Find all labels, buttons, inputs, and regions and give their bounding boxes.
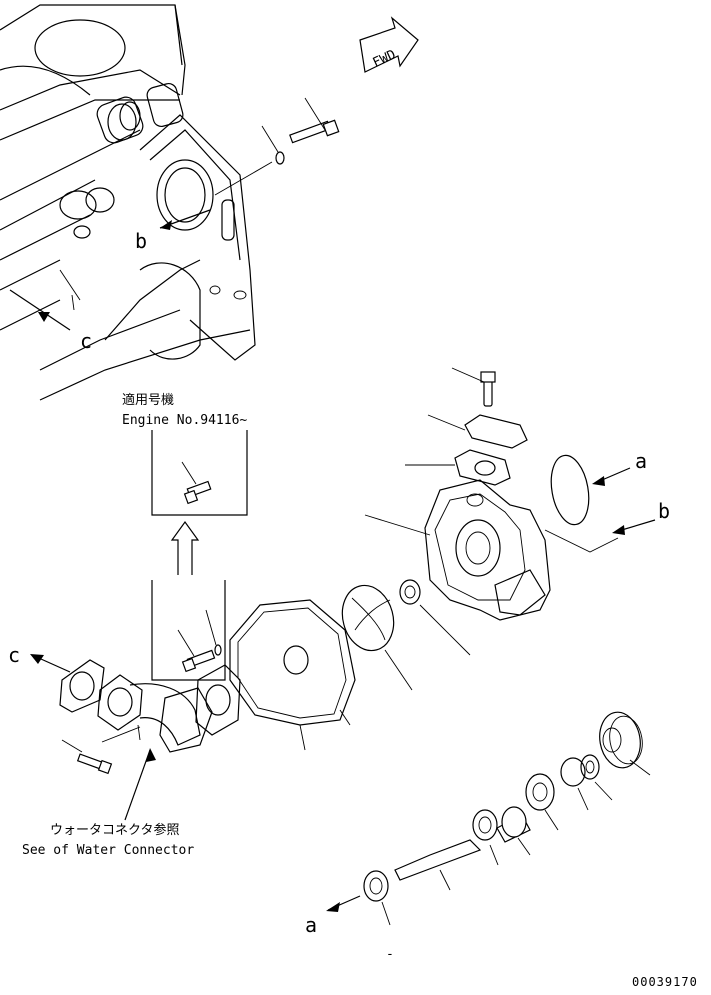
fwd-arrow-icon: FWD (359, 16, 419, 73)
impeller (341, 584, 413, 691)
svg-text:a: a (305, 913, 317, 937)
spacer (496, 806, 531, 856)
pump-shaft (394, 839, 482, 891)
applicable-label-en: Engine No.94116~ (122, 413, 247, 428)
drawing-number: 00039170 (632, 975, 698, 989)
gear (599, 711, 651, 776)
callout-a-right: a (635, 449, 647, 473)
svg-text:c: c (8, 643, 20, 667)
water-connector-en: See of Water Connector (22, 843, 194, 858)
callout-b-block: b (135, 229, 147, 253)
gasket-middle (195, 664, 241, 736)
applicable-label-jp: 適用号機 (122, 392, 174, 408)
old-bolt-box (151, 580, 226, 681)
water-pump-housing (364, 479, 551, 621)
minus-mark: - (386, 947, 394, 962)
engine-block (0, 4, 256, 401)
block-callouts: b c (9, 209, 211, 353)
callout-c-block: c (80, 329, 92, 353)
bearing-2 (525, 773, 559, 831)
callout-a-bottom: a (305, 895, 361, 937)
elbow-pipe (97, 674, 213, 753)
water-connector-jp: ウォータコネクタ参照 (50, 822, 179, 838)
new-bolt-box (151, 430, 248, 516)
o-ring (550, 454, 590, 526)
callout-b-right: b (658, 499, 670, 523)
bolt-top (451, 367, 496, 407)
fwd-label: FWD (371, 47, 399, 71)
snap-ring (560, 757, 589, 811)
seal (399, 579, 471, 656)
bearing-4 (363, 870, 391, 926)
callout-c-left: c (8, 643, 71, 673)
bolt-pipe (61, 739, 113, 775)
gasket-top (405, 449, 511, 486)
cover-top (427, 414, 528, 449)
callouts-right: a b (544, 449, 670, 553)
up-arrow-icon (170, 520, 200, 575)
gasket-left (59, 659, 105, 713)
cover-plate (229, 599, 356, 751)
water-connector-ref: ウォータコネクタ参照 See of Water Connector (22, 748, 194, 858)
bolt-block (214, 97, 340, 196)
bearing-3 (472, 809, 499, 866)
bearing-1 (580, 754, 613, 801)
